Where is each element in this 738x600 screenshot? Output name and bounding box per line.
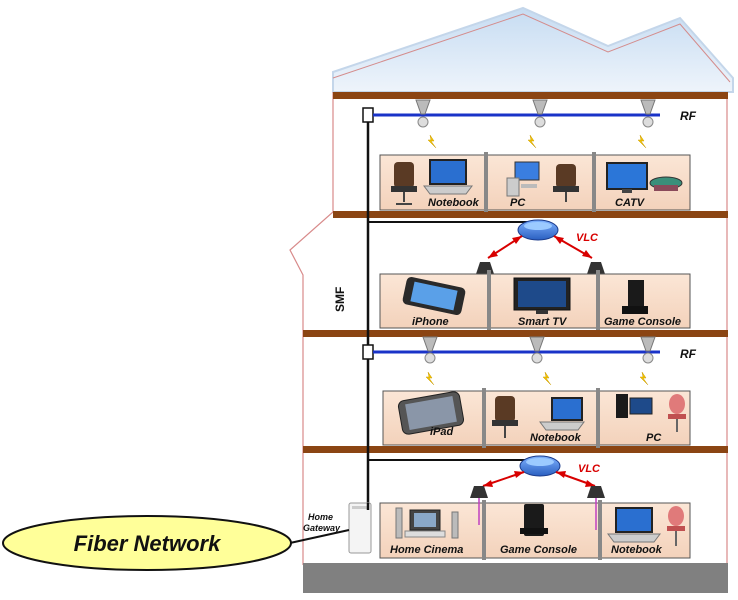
rf-antenna-icon [639,336,656,386]
vlc-receiver-icon [587,486,605,498]
device-label: Notebook [611,544,663,556]
office-chair-icon [391,162,417,205]
home-gateway-label: Home [308,512,333,522]
device-label: Game Console [500,544,577,556]
office-chair-icon [668,394,686,432]
table-icon [649,176,683,191]
device-label: Home Cinema [390,544,463,556]
home-gateway-label: Gateway [303,523,341,533]
floor-3-rf: RF iPad Notebook PC [362,336,697,448]
fiber-link [289,529,350,544]
smf-label: SMF [333,287,347,312]
device-label: PC [646,432,662,444]
fiber-network-node: Fiber Network [2,515,292,571]
device-label: Game Console [604,316,681,328]
rf-antenna-icon [415,99,437,149]
roof [332,6,734,93]
fiber-junction-box [362,107,374,123]
building-outline [289,92,728,565]
rf-antenna-icon [529,336,552,386]
pc-icon [506,161,540,197]
floor-2-vlc: VLC iPhone Smart TV Game Console [368,219,691,330]
fiber-network-label: Fiber Network [74,531,222,556]
device-label: iPad [430,426,454,438]
game-console-icon [520,504,548,536]
tv-icon [606,162,648,193]
office-chair-icon [492,396,518,438]
vlc-hub-icon [517,219,559,241]
office-chair-icon [667,506,685,546]
fiber-junction-box [362,344,374,360]
floor-technology-label: RF [680,109,697,123]
device-label: Notebook [530,432,582,444]
vlc-label: VLC [578,463,601,475]
vlc-label: VLC [576,232,599,244]
ipad-icon [397,391,465,435]
ground [303,563,728,593]
rf-antenna-icon [527,99,548,149]
rf-antenna-icon [637,99,656,149]
iphone-icon [402,276,466,316]
smart-tv-icon [513,277,571,314]
vlc-receiver-icon [587,262,605,274]
notebook-icon [539,397,585,431]
device-label: Notebook [428,197,480,209]
vlc-hub-icon [519,455,561,477]
office-chair-icon [553,164,579,202]
home-gateway-icon [348,502,372,554]
floor-1-rf: RF Notebook PC [362,99,697,212]
device-label: iPhone [412,316,449,328]
floor-slabs [303,92,728,453]
floor-4-vlc: VLC Home Cinema Game Console [368,455,691,560]
vlc-receiver-icon [470,486,488,498]
home-cinema-icon [395,507,459,539]
vlc-receiver-icon [476,262,494,274]
notebook-icon [423,159,473,195]
pc-icon [616,394,653,418]
floor-technology-label: RF [680,347,697,361]
device-label: CATV [615,197,646,209]
rf-antenna-icon [422,336,438,386]
game-console-icon [622,280,648,314]
device-label: Smart TV [518,316,568,328]
notebook-icon [607,507,661,543]
device-label: PC [510,197,526,209]
